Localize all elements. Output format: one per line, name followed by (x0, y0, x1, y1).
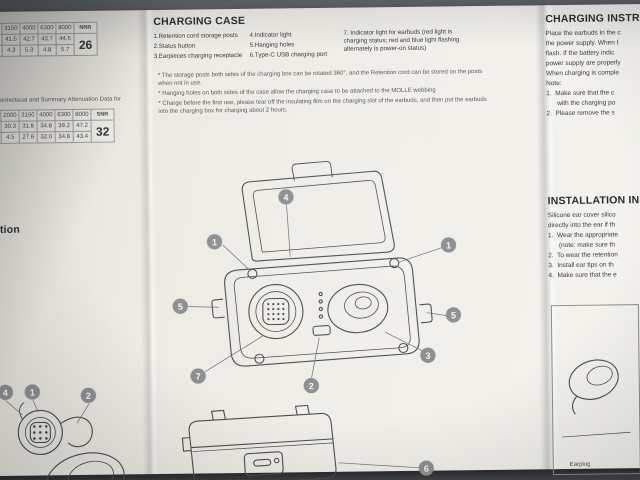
right-earbud-drawing (327, 283, 389, 334)
snr-value: 32 (91, 120, 115, 143)
callout-earbud-light: 7 (190, 368, 206, 384)
callout-retention-post-left: 1 (206, 234, 223, 250)
charging-case-title: CHARGING CASE (153, 14, 246, 29)
attenuation-table-snr: 500 1000 2000 3150 4000 6300 8000 SNR 23… (0, 109, 115, 145)
installation-instructions-heading: INSTALLATION INST (547, 193, 640, 208)
list-item-6: 6.Type-C USB charging port (249, 50, 328, 59)
charging-case-list-col2: 4.Indicator light 5.Hanging holes 6.Type… (249, 30, 341, 61)
installation-instructions-text: Silicone ear cover silico directly into … (547, 211, 618, 280)
charging-case-list-col1: 1.Retention cord storage posts 2.Status … (153, 31, 247, 62)
right-panel-earbud-drawing (562, 359, 631, 438)
earplug-diagram-box: Earplug (550, 304, 640, 476)
nrr-value: 26 (73, 33, 98, 56)
callout-usb-port: 6 (418, 460, 434, 476)
callout-retention-post-right: 1 (440, 237, 457, 253)
charging-instructions-heading: CHARGING INSTRUC (545, 11, 640, 26)
open-case-lid (241, 160, 395, 262)
left-section-heading: ection (0, 223, 21, 237)
line-art (5, 160, 631, 480)
snr-label: SNR (90, 109, 115, 121)
note-3: * Charge before the first use, please te… (158, 96, 487, 115)
callout-status-button: 2 (303, 378, 319, 394)
left-panel-earbud-1 (17, 402, 93, 455)
callout-charging-receptacle: 3 (420, 347, 436, 363)
list-item-1: 1.Retention cord storage posts (153, 32, 238, 41)
charging-case-notes: * The storage posts both sides of the ch… (158, 68, 494, 118)
callout-leader-lines (5, 205, 447, 469)
earplug-label: Earplug (569, 461, 591, 468)
callout-indicator-light: 4 (278, 189, 294, 205)
callout-hanging-hole-right: 5 (445, 307, 462, 323)
nrr-label: NRR (73, 22, 97, 34)
charging-instructions-text: Place the earbuds in the c the power sup… (545, 29, 621, 118)
manual-paper: 1000 2000 3150 4000 6300 8000 NRR 30.7 3… (0, 3, 640, 480)
attenuation-table-nrr: 1000 2000 3150 4000 6300 8000 NRR 30.7 3… (0, 22, 98, 58)
callout-hanging-hole-left: 5 (172, 298, 188, 314)
callout-left-1: 1 (24, 384, 40, 400)
list-item-3: 3.Earpieces charging receptacle (153, 51, 243, 61)
left-earbud-drawing (248, 284, 304, 340)
note-1: * The storage posts both sides of the ch… (157, 69, 483, 87)
list-item-7: 7. Indicator light for earbuds (red ligh… (343, 28, 460, 53)
callout-left-2: 2 (80, 387, 96, 403)
left-panel-earbud-2 (45, 452, 125, 480)
open-case-body (211, 257, 433, 367)
closed-case-diagram (181, 404, 337, 480)
